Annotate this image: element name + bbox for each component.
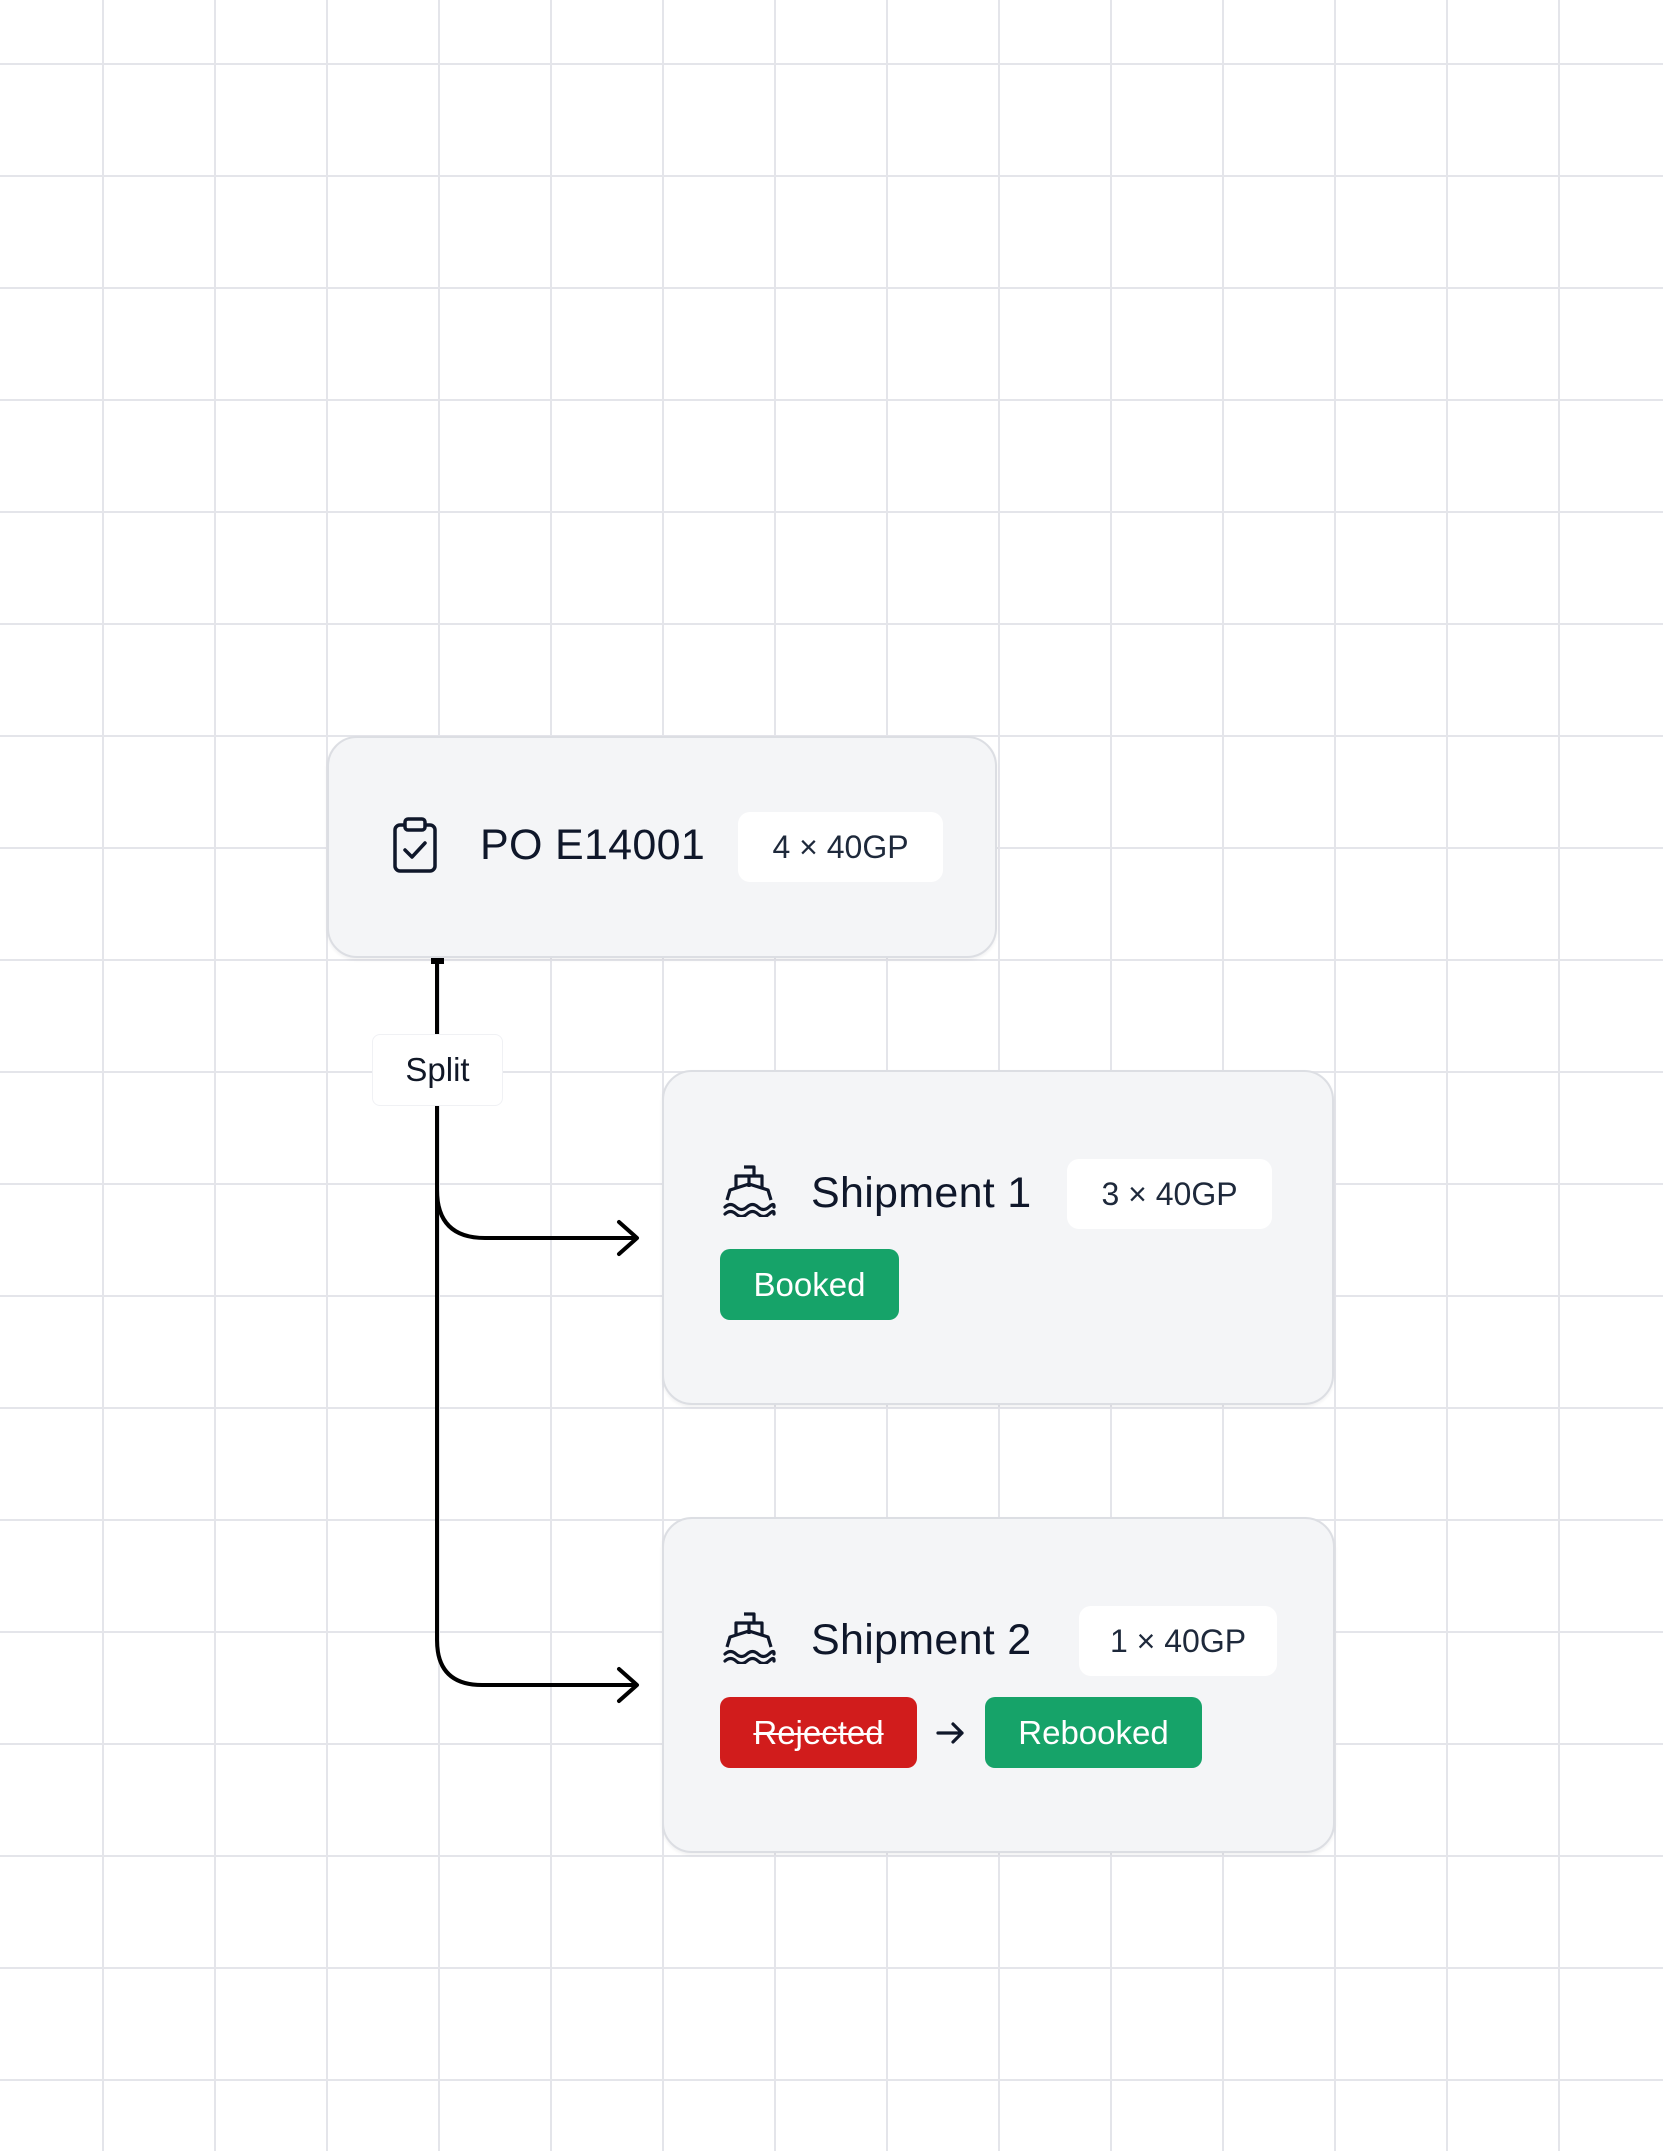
clipboard-check-icon (393, 817, 437, 873)
edge-to-shipment-1 (435, 1106, 636, 1240)
shipment-1-quantity-chip: 3 × 40GP (1067, 1159, 1272, 1229)
shipment-2-title: Shipment 2 (811, 1616, 1032, 1664)
ship-icon (723, 1612, 776, 1664)
status-badge-booked: Booked (720, 1249, 899, 1320)
arrow-right-icon (936, 1722, 964, 1744)
shipment-1-node[interactable]: Shipment 1 3 × 40GP Booked (662, 1070, 1334, 1405)
ship-icon (723, 1165, 776, 1217)
arrowhead-shipment-2 (617, 1667, 639, 1703)
edge-label-split[interactable]: Split (372, 1034, 503, 1106)
status-badge-rejected: Rejected (720, 1697, 917, 1768)
shipment-2-node[interactable]: Shipment 2 1 × 40GP Rejected Rebooked (662, 1517, 1335, 1853)
po-title: PO E14001 (480, 821, 706, 869)
shipment-2-quantity-chip: 1 × 40GP (1079, 1606, 1277, 1676)
rejected-label: Rejected (753, 1713, 884, 1751)
shipment-1-title: Shipment 1 (811, 1169, 1032, 1217)
arrowhead-shipment-1 (617, 1220, 639, 1256)
status-badge-rebooked: Rebooked (985, 1697, 1202, 1768)
po-node[interactable]: PO E14001 4 × 40GP (327, 736, 997, 958)
po-quantity-chip: 4 × 40GP (738, 812, 943, 882)
edge-to-shipment-2 (435, 964, 636, 1687)
